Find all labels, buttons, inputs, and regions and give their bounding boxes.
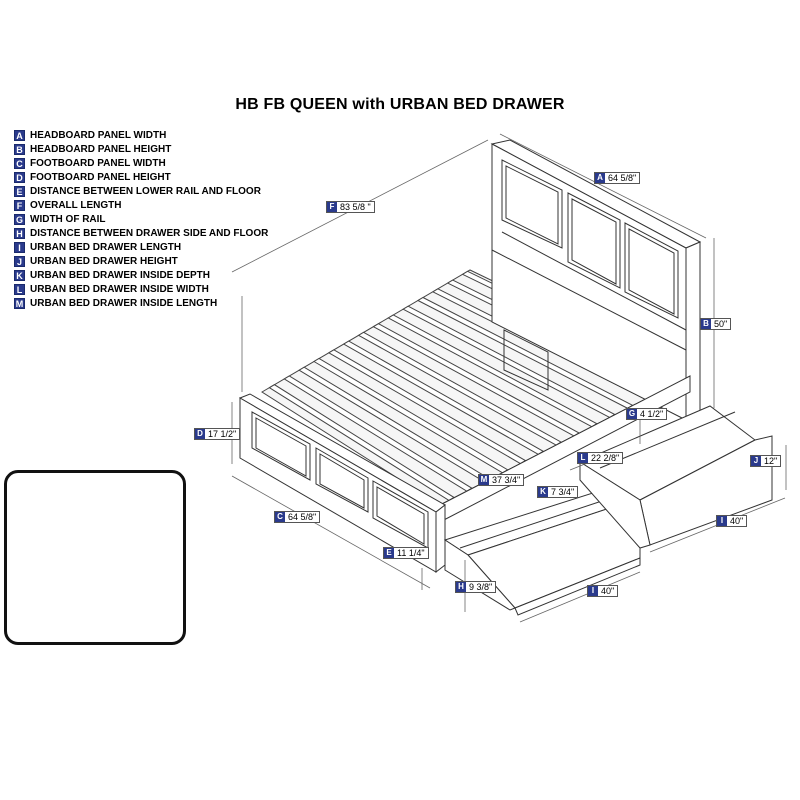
- callout-value: 11 1/4": [397, 548, 425, 558]
- legend-text: FOOTBOARD PANEL HEIGHT: [30, 171, 171, 183]
- legend-text: DISTANCE BETWEEN DRAWER SIDE AND FLOOR: [30, 227, 269, 239]
- callout-value: 7 3/4": [551, 487, 575, 497]
- legend-key: F: [14, 199, 25, 211]
- legend-key: H: [14, 227, 25, 239]
- callout-value: 50": [714, 319, 728, 329]
- legend-key: A: [14, 129, 25, 141]
- legend-item-l: L URBAN BED DRAWER INSIDE WIDTH: [14, 282, 268, 296]
- callout-key: A: [595, 173, 605, 183]
- legend-key: G: [14, 213, 25, 225]
- legend-item-m: M URBAN BED DRAWER INSIDE LENGTH: [14, 296, 268, 310]
- legend-key: C: [14, 157, 25, 169]
- headboard: [490, 139, 702, 421]
- legend-item-h: H DISTANCE BETWEEN DRAWER SIDE AND FLOOR: [14, 226, 268, 240]
- legend-key: M: [14, 297, 25, 309]
- legend-key: I: [14, 241, 25, 253]
- legend-text: DISTANCE BETWEEN LOWER RAIL AND FLOOR: [30, 185, 261, 197]
- callout-value: 22 2/8": [591, 453, 620, 463]
- legend-item-e: E DISTANCE BETWEEN LOWER RAIL AND FLOOR: [14, 184, 268, 198]
- legend-item-j: J URBAN BED DRAWER HEIGHT: [14, 254, 268, 268]
- legend-key: K: [14, 269, 25, 281]
- callout-key: L: [578, 453, 588, 463]
- callout-value: 83 5/8 ": [340, 202, 371, 212]
- legend-key: B: [14, 143, 25, 155]
- legend-text: URBAN BED DRAWER INSIDE DEPTH: [30, 269, 211, 281]
- drawer-back: [578, 405, 773, 549]
- legend-item-d: D FOOTBOARD PANEL HEIGHT: [14, 170, 268, 184]
- callout-key: H: [456, 582, 466, 592]
- legend-text: URBAN BED DRAWER INSIDE LENGTH: [30, 297, 218, 309]
- callout-key: D: [195, 429, 205, 439]
- legend-text: URBAN BED DRAWER HEIGHT: [30, 255, 178, 267]
- legend-text: HEADBOARD PANEL HEIGHT: [30, 143, 172, 155]
- legend-key: D: [14, 171, 25, 183]
- callout-key: K: [538, 487, 548, 497]
- legend-text: OVERALL LENGTH: [30, 199, 122, 211]
- legend-item-c: C FOOTBOARD PANEL WIDTH: [14, 156, 268, 170]
- legend-item-a: A HEADBOARD PANEL WIDTH: [14, 128, 268, 142]
- diagram-title: HB FB QUEEN with URBAN BED DRAWER: [235, 96, 565, 113]
- legend-key: L: [14, 283, 25, 295]
- legend-item-f: F OVERALL LENGTH: [14, 198, 268, 212]
- callout-value: 4 1/2": [640, 409, 664, 419]
- callout-key: G: [627, 409, 637, 419]
- thumbnail-frame: [4, 470, 186, 645]
- legend-item-g: G WIDTH OF RAIL: [14, 212, 268, 226]
- callout-value: 12": [764, 456, 778, 466]
- callout-key: M: [479, 475, 489, 485]
- legend-key: E: [14, 185, 25, 197]
- dimension-legend: A HEADBOARD PANEL WIDTH B HEADBOARD PANEL …: [14, 128, 268, 310]
- callout-key: E: [384, 548, 394, 558]
- callout-value: 17 1/2": [208, 429, 237, 439]
- legend-text: FOOTBOARD PANEL WIDTH: [30, 157, 166, 169]
- legend-item-i: I URBAN BED DRAWER LENGTH: [14, 240, 268, 254]
- callout-key: I: [717, 516, 727, 526]
- legend-item-k: K URBAN BED DRAWER INSIDE DEPTH: [14, 268, 268, 282]
- callout-value: 9 3/8": [469, 582, 493, 592]
- callout-value: 64 5/8": [288, 512, 317, 522]
- legend-text: URBAN BED DRAWER INSIDE WIDTH: [30, 283, 209, 295]
- callout-key: C: [275, 512, 285, 522]
- callout-key: F: [327, 202, 337, 212]
- legend-text: URBAN BED DRAWER LENGTH: [30, 241, 182, 253]
- callout-key: J: [751, 456, 761, 466]
- legend-text: HEADBOARD PANEL WIDTH: [30, 129, 167, 141]
- legend-key: J: [14, 255, 25, 267]
- legend-text: WIDTH OF RAIL: [30, 213, 106, 225]
- callout-value: 64 5/8": [608, 173, 637, 183]
- callout-value: 40": [601, 586, 615, 596]
- drawer-front: [443, 484, 642, 616]
- callout-key: B: [701, 319, 711, 329]
- callout-value: 40": [730, 516, 744, 526]
- legend-item-b: B HEADBOARD PANEL HEIGHT: [14, 142, 268, 156]
- callout-key: I: [588, 586, 598, 596]
- callout-value: 37 3/4": [492, 475, 521, 485]
